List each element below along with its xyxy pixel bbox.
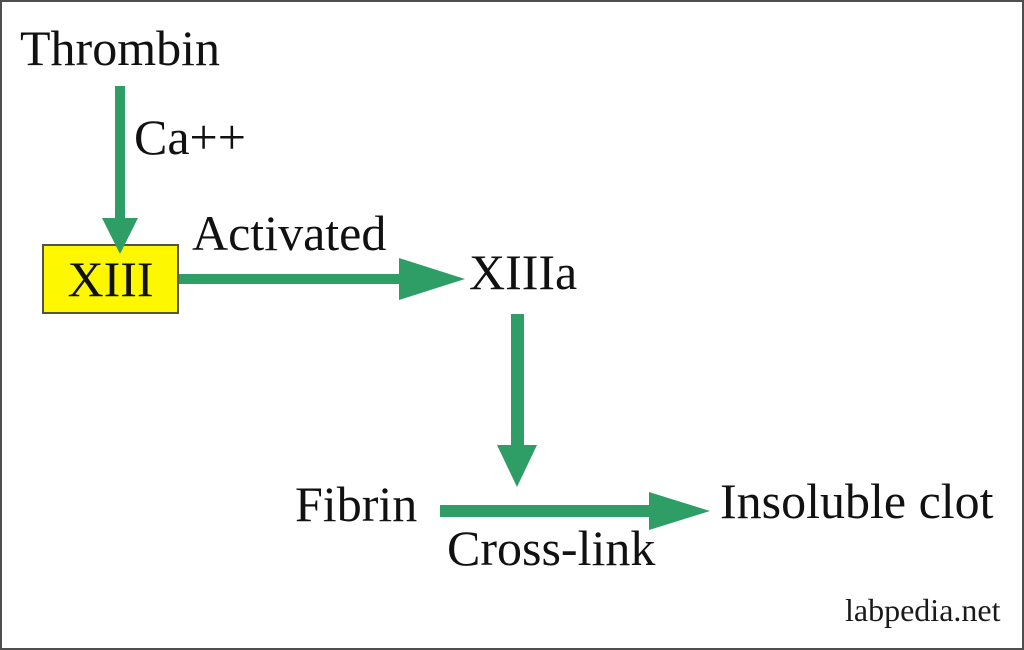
arrow-thrombin-to-xiii-head-icon	[102, 218, 138, 254]
node-thrombin: Thrombin	[20, 20, 220, 76]
node-fibrin: Fibrin	[295, 476, 418, 532]
edge-label-calcium: Ca++	[134, 109, 246, 165]
node-xiiia: XIIIa	[469, 244, 578, 300]
arrow-xiii-to-xiiia-head-icon	[399, 258, 465, 300]
arrow-xiiia-down-shaft	[511, 314, 524, 447]
node-xiii-box: XIII	[42, 244, 179, 314]
node-xiii-label: XIII	[67, 251, 154, 307]
node-insoluble-clot: Insoluble clot	[720, 473, 994, 529]
edge-label-cross-link: Cross-link	[447, 520, 656, 576]
arrow-xiii-to-xiiia-shaft	[179, 274, 401, 284]
edge-label-activated: Activated	[192, 205, 387, 261]
arrow-fibrin-to-clot-head-icon	[649, 492, 710, 530]
arrow-thrombin-to-xiii-shaft	[115, 86, 125, 220]
arrow-fibrin-to-clot-shaft	[440, 505, 652, 517]
arrow-xiiia-down-head-icon	[497, 445, 537, 487]
watermark-labpedia: labpedia.net	[845, 592, 1001, 628]
